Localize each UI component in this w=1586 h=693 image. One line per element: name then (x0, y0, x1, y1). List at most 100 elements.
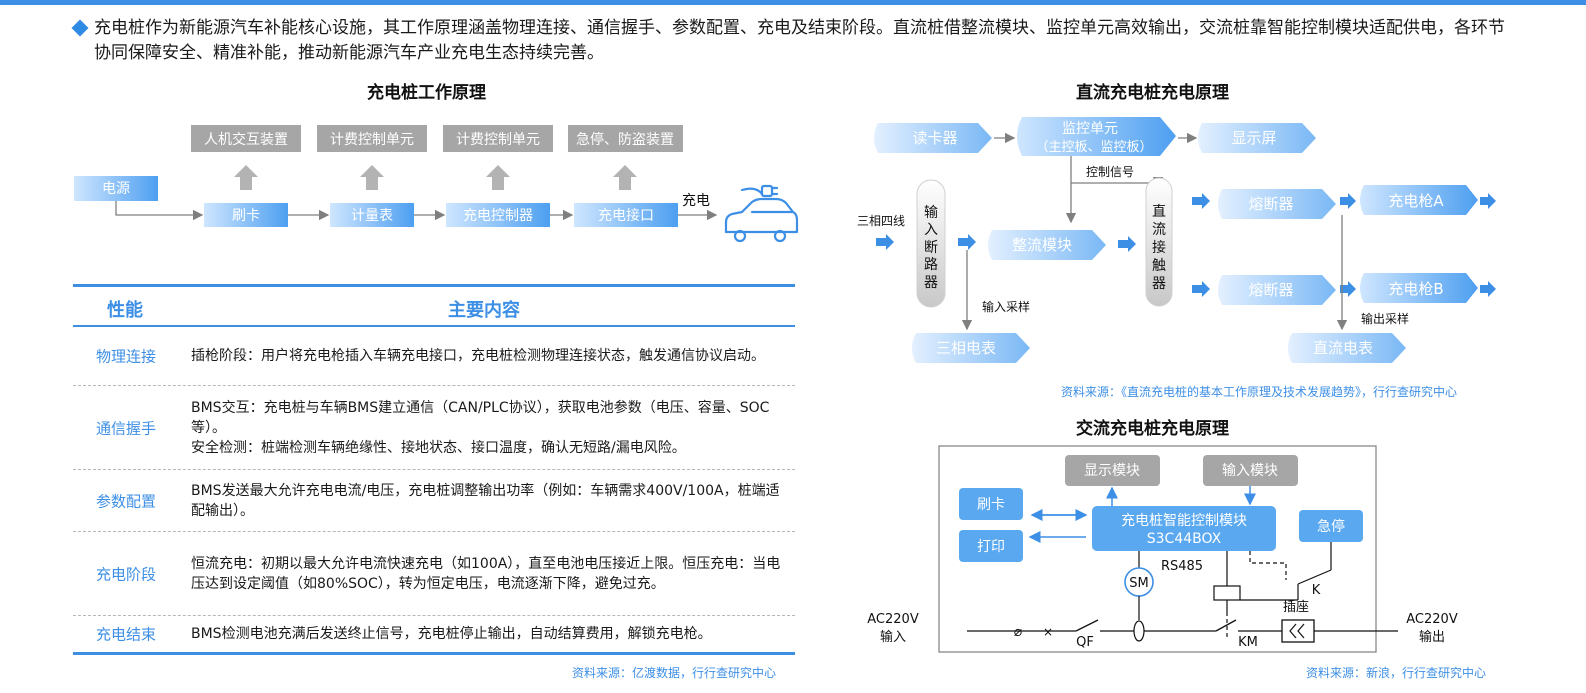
ac-input-module-box (1203, 455, 1298, 486)
table-row-key: 参数配置 (95, 492, 156, 510)
ac-qf-label: QF (1076, 635, 1094, 650)
ac-diagram-title: 交流充电桩充电原理 (1076, 419, 1229, 439)
ac-socket-symbol (1289, 623, 1305, 639)
table-row-value: 插枪阶段：用户将充电枪插入车辆充电接口，充电桩检测物理连接状态，触发通信协议启动… (191, 348, 765, 364)
dc-breaker-char: 入 (924, 222, 938, 238)
dc-contactor-char: 器 (1152, 276, 1166, 292)
up-arrow-icon (234, 165, 258, 190)
flow-box-swipe (204, 203, 288, 227)
dc-card-reader-box (874, 123, 992, 153)
dc-fuse-b-box (1218, 275, 1336, 305)
dc-three-phase-label: 三相四线 (857, 214, 905, 228)
dc-three-phase-meter-box (912, 333, 1030, 363)
table-row-value: 恒流充电：初期以最大允许电流快速充电（如100A），直至电池电压接近上限。恒压充… (191, 555, 781, 592)
dc-breaker-char: 输 (924, 205, 938, 221)
ac-switch-qf (1075, 619, 1099, 632)
blue-arrow-icon (1340, 281, 1356, 297)
dc-monitor-label-1: 监控单元 (1062, 121, 1118, 137)
ac-input-module-label: 输入模块 (1222, 463, 1278, 479)
dc-contactor-char: 接 (1152, 239, 1166, 256)
flow-box-interface (574, 203, 678, 227)
dc-dc-meter-label: 直流电表 (1313, 339, 1373, 357)
ac-km-label: KM (1238, 635, 1258, 650)
ac-input-label-1: AC220V (867, 612, 919, 627)
table-header: 性能 主要内容 (73, 284, 795, 327)
dc-control-line-2 (1071, 176, 1164, 188)
blue-arrow-icon (1340, 193, 1356, 209)
ac-controller-label-2: S3C44BOX (1147, 531, 1222, 547)
ac-rs485-label: RS485 (1161, 559, 1203, 574)
ac-swipe-box (959, 488, 1023, 520)
dc-monitor-label-2: （主控板、监控板） (1035, 140, 1152, 155)
features-table: 性能 主要内容 物理连接 插枪阶段：用户将充电枪插入车辆充电接口，充电桩检测物理… (73, 284, 795, 655)
source-dc: 资料来源：《直流充电桩的基本工作原理及技术发展趋势》，行行查研究中心 (1061, 385, 1458, 399)
ac-sm-label: SM (1129, 576, 1148, 591)
table-row-key: 物理连接 (95, 347, 156, 366)
dc-fuse-a-label: 熔断器 (1248, 195, 1293, 213)
dc-breaker-char: 器 (924, 275, 938, 291)
ac-display-module-label: 显示模块 (1084, 463, 1140, 479)
ac-estop-box (1299, 510, 1363, 542)
table-row-value-group: BMS交互：充电桩与车辆BMS建立通信（CAN/PLC协议），获取电池参数（电压… (191, 398, 791, 458)
intro-paragraph: 充电桩作为新能源汽车补能核心设施，其工作原理涵盖物理连接、通信握手、参数配置、充… (71, 16, 1514, 66)
ac-display-module-box (1065, 455, 1160, 486)
flow-meter-label: 计量表 (351, 208, 393, 224)
dc-contactor-char: 流 (1152, 222, 1166, 238)
up-arrow-icon (613, 165, 637, 190)
dc-card-reader-label: 读卡器 (912, 129, 957, 147)
ac-output-label-1: AC220V (1406, 612, 1458, 627)
ac-cross-icon: × (1043, 625, 1053, 639)
table-row-value: BMS检测电池充满后发送终止信号，充电桩停止输出，自动结算费用，解锁充电枪。 (191, 626, 712, 642)
dc-input-breaker-box (916, 179, 946, 308)
dc-display-box (1198, 123, 1316, 153)
dc-rectifier-box (988, 230, 1106, 260)
power-box (74, 176, 158, 201)
dc-dc-meter-box (1288, 333, 1406, 363)
flow-box-controller (446, 203, 550, 227)
table-row: 参数配置 BMS发送最大允许充电电流/电压，充电桩调整输出功率（例如：车辆需求4… (73, 470, 795, 532)
ac-print-box (959, 530, 1023, 562)
ac-dashed-link (1249, 551, 1287, 580)
grey-box-estop (568, 125, 683, 152)
table-row-key: 充电结束 (95, 625, 156, 644)
ac-output-label-2: 输出 (1419, 629, 1445, 645)
ac-relay-coil (1213, 585, 1241, 601)
top-accent-bar (0, 0, 1586, 5)
left-diagram-title: 充电桩工作原理 (367, 83, 486, 103)
blue-arrow-icon (1480, 193, 1496, 209)
dc-contactor-char: 触 (1152, 258, 1166, 274)
ac-controller-label-1: 充电桩智能控制模块 (1121, 512, 1247, 529)
dc-monitor-box (1017, 117, 1176, 156)
table-header-col1: 性能 (107, 300, 143, 321)
ac-k-label: K (1312, 583, 1321, 598)
dc-display-label: 显示屏 (1231, 129, 1276, 147)
flow-controller-label: 充电控制器 (463, 208, 533, 224)
table-row-key: 通信握手 (95, 419, 156, 437)
flow-swipe-label: 刷卡 (232, 208, 260, 224)
grey-box-billing-2-label: 计费控制单元 (456, 132, 540, 148)
table-row-value: BMS发送最大允许充电电流/电压，充电桩调整输出功率（例如：车辆需求400V/1… (191, 482, 780, 519)
dc-rectifier-label: 整流模块 (1012, 236, 1072, 254)
ac-print-label: 打印 (977, 538, 1005, 555)
charge-label: 充电 (682, 193, 710, 209)
dc-gun-a-label: 充电枪A (1388, 192, 1444, 210)
grey-box-billing-1 (317, 125, 427, 152)
up-arrows (234, 165, 637, 190)
power-label: 电源 (102, 181, 130, 197)
dc-breaker-char: 断 (924, 240, 938, 256)
table-row: 充电结束 BMS检测电池充满后发送终止信号，充电桩停止输出，自动结算费用，解锁充… (73, 616, 795, 655)
ev-car-icon (724, 184, 799, 243)
ac-switch-k (1297, 569, 1332, 585)
table-row: 充电阶段 恒流充电：初期以最大允许电流快速充电（如100A），直至电池电压接近上… (73, 532, 795, 616)
grey-box-hmi (191, 125, 301, 152)
dc-fuse-a-box (1218, 189, 1336, 219)
ac-controller-box (1092, 506, 1276, 551)
table-row: 物理连接 插枪阶段：用户将充电枪插入车辆充电接口，充电桩检测物理连接状态，触发通… (73, 327, 795, 386)
dc-diagram: 读卡器 监控单元 （主控板、监控板） 显示屏 控制信号 三相四线 输 入 断 路… (857, 117, 1496, 363)
blue-arrow-icon (1192, 281, 1210, 297)
blue-arrow-icon (876, 234, 894, 250)
table-row-value-2: 安全检测：桩端检测车辆绝缘性、接地状态、接口温度，确认无短路/漏电风险。 (191, 439, 686, 456)
ac-frame (938, 445, 1377, 653)
dc-breaker-char: 路 (924, 257, 938, 273)
dc-fuse-b-label: 熔断器 (1248, 281, 1293, 299)
